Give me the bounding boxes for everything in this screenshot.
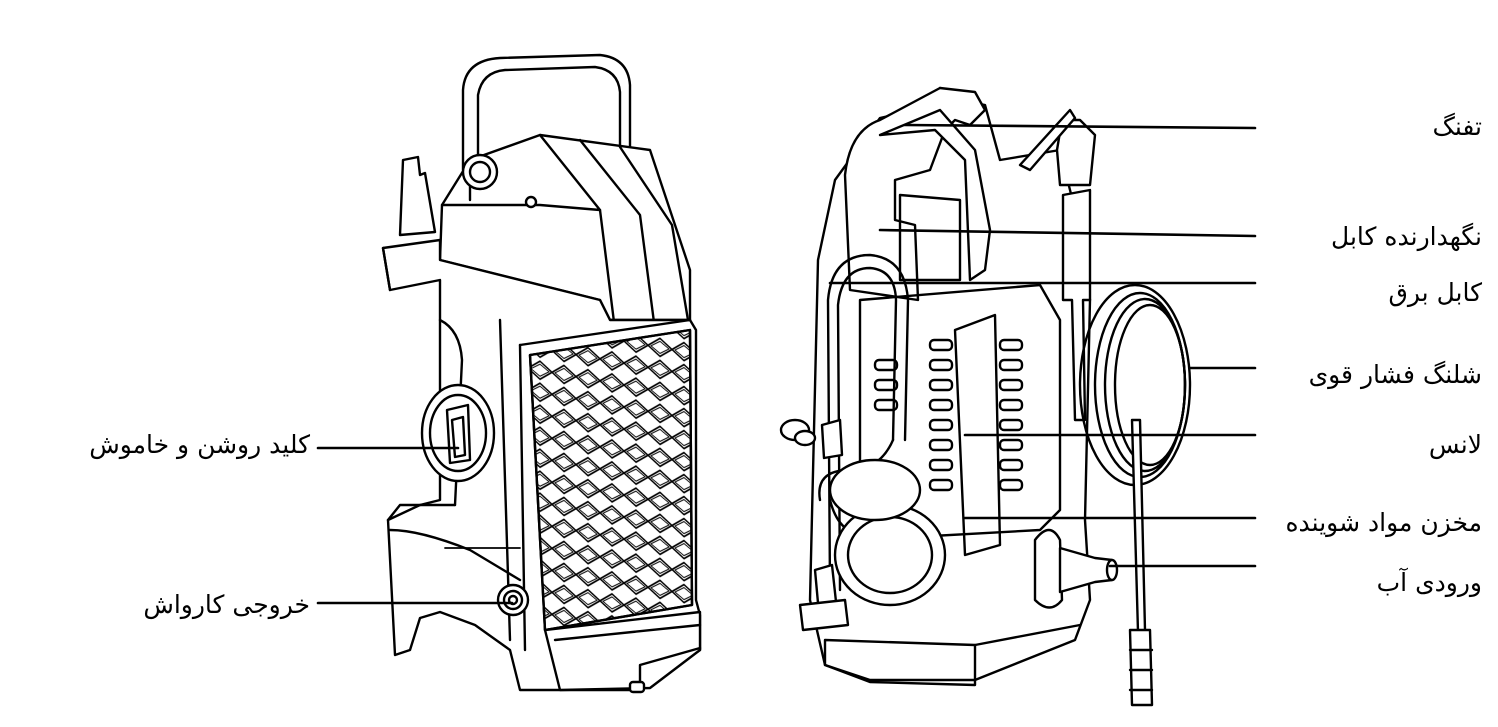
leader-lines (316, 123, 1257, 605)
spray-gun (843, 86, 992, 302)
label-power-cable: کابل برق (1388, 278, 1482, 307)
gun-peg (398, 155, 437, 237)
outlet-connector (496, 583, 530, 617)
front-view-machine (381, 53, 702, 694)
leader-cable-holder (878, 228, 1257, 238)
leader-gun (903, 123, 1257, 130)
power-switch-knob (420, 383, 496, 483)
label-water-inlet: ورودی آب (1376, 568, 1482, 597)
label-carwash-outlet: خروجی کارواش (143, 590, 310, 619)
rear-view-machine (779, 86, 1192, 707)
label-lance: لانس (1428, 430, 1482, 459)
water-inlet-connector (1033, 528, 1119, 609)
label-detergent-tank: مخزن مواد شوینده (1285, 508, 1482, 537)
lance-rod (1018, 108, 1097, 422)
label-cable-holder: نگهدارنده کابل (1331, 222, 1482, 251)
front-grille (528, 328, 694, 632)
label-power-switch: کلید روشن و خاموش (89, 430, 310, 459)
label-high-pressure-hose: شلنگ فشار قوی (1308, 360, 1482, 389)
detergent-tank-shape (828, 458, 947, 607)
label-gun: تفنگ (1432, 112, 1482, 141)
lance-wand (1130, 418, 1147, 634)
rear-vents (873, 338, 1024, 492)
